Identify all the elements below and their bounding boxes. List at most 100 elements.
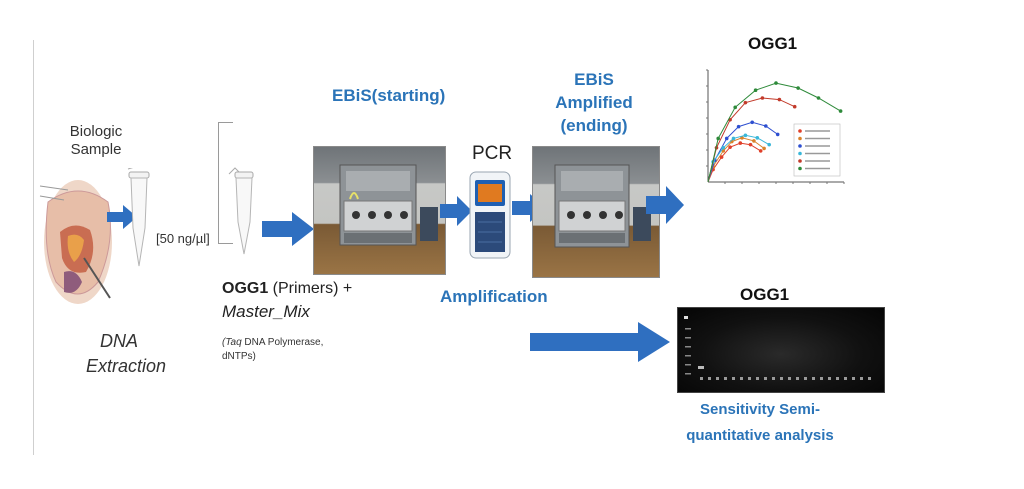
arrow-right-icon: [440, 196, 472, 226]
gel-lane-band: [788, 377, 791, 380]
gel-lane-band: [748, 377, 751, 380]
gel-lane-band: [740, 377, 743, 380]
legend-marker-1: [798, 136, 802, 141]
data-point-5-5: [816, 96, 821, 100]
gel-lane-band: [836, 377, 839, 380]
data-point-2-2: [736, 124, 741, 129]
ebis-amplified-photo: [532, 146, 660, 278]
data-point-5-4: [796, 86, 800, 90]
gel-lane-band: [844, 377, 847, 380]
gel-image: [677, 307, 885, 393]
legend-marker-4: [798, 159, 802, 163]
taq-italic: (Taq: [222, 337, 242, 348]
arrow-right-icon: [262, 212, 314, 246]
reagent-bracket: [218, 122, 233, 244]
series-line-5: [707, 82, 841, 183]
data-point-3-2: [731, 136, 736, 141]
gel-lane-band: [716, 377, 719, 380]
data-point-3-3: [743, 133, 748, 138]
data-point-1-5: [762, 146, 766, 151]
arrow-right-icon: [530, 322, 670, 362]
dna-extraction-label: DNA Extraction: [86, 329, 167, 379]
instrument-photo-icon: [554, 164, 651, 248]
gel-lane-band: [780, 377, 783, 380]
data-point-2-1: [724, 136, 729, 141]
data-point-4-2: [743, 100, 748, 105]
polymerase-text: DNA Polymerase,: [241, 337, 324, 348]
data-point-5-6: [838, 109, 843, 113]
biologic-label-line1: Biologic: [69, 123, 123, 140]
chart-points: [707, 81, 843, 183]
gel-band: [698, 366, 704, 369]
data-point-0-3: [738, 141, 743, 145]
data-point-4-5: [792, 104, 797, 109]
gel-lane-band: [828, 377, 831, 380]
data-point-0-1: [719, 155, 724, 159]
ladder-band: [685, 373, 691, 375]
ladder-band: [685, 337, 691, 339]
data-point-0-5: [758, 149, 763, 153]
ladder-band: [684, 316, 688, 319]
data-point-1-4: [752, 139, 756, 143]
taq-label: (Taq DNA Polymerase, dNTPs): [222, 336, 323, 364]
primers-label: OGG1 (Primers) +: [222, 280, 352, 298]
data-point-4-3: [760, 96, 765, 100]
gel-lane-band: [860, 377, 863, 380]
data-point-5-1: [733, 105, 737, 110]
extraction-label-line2: Extraction: [86, 356, 167, 376]
left-divider: [33, 40, 34, 455]
data-point-1-1: [721, 149, 726, 153]
data-point-5-3: [774, 81, 778, 85]
dntps-text: dNTPs): [222, 351, 256, 362]
ebis-starting-title: EBiS(starting): [332, 86, 446, 105]
microtube-icon: [228, 167, 254, 255]
legend-marker-2: [798, 144, 802, 148]
data-point-2-5: [775, 132, 780, 137]
gel-title: OGG1: [740, 285, 790, 304]
chart-axes: [706, 69, 845, 184]
ogg1-scatter-chart: [706, 69, 845, 184]
legend-marker-5: [798, 166, 802, 171]
amplified-ending-line2: Amplified (ending): [555, 93, 633, 135]
data-point-4-4: [777, 97, 782, 102]
data-point-2-3: [750, 120, 754, 125]
legend-marker-0: [798, 129, 802, 133]
gel-lane-band: [700, 377, 703, 380]
gel-lane-band: [708, 377, 711, 380]
gel-lane-band: [820, 377, 823, 380]
data-point-2-4: [764, 124, 768, 128]
ladder-band: [685, 328, 691, 330]
ebis-amplified-title: EBiS Amplified (ending): [524, 68, 664, 137]
gel-lane-band: [732, 377, 735, 380]
chart-title: OGG1: [748, 34, 798, 53]
series-line-2: [707, 121, 778, 183]
data-point-3-4: [755, 136, 760, 140]
gel-lane-band: [764, 377, 767, 380]
gel-lane-band: [852, 377, 855, 380]
anatomy-illustration-icon: [39, 180, 112, 304]
sensitivity-line1: Sensitivity Semi-: [699, 401, 821, 418]
gel-lane-band: [772, 377, 775, 380]
sample-label-line2: Sample: [70, 141, 122, 158]
gel-lane-band: [724, 377, 727, 380]
arrow-right-icon: [107, 205, 137, 229]
gel-lane-band: [796, 377, 799, 380]
data-point-3-5: [767, 142, 771, 147]
legend-box: [793, 123, 841, 177]
ebis-end-line1: EBiS: [574, 70, 614, 89]
primers-text: (Primers) +: [268, 280, 353, 297]
chart-legend: [793, 123, 841, 177]
dna-label-line1: DNA: [99, 331, 138, 351]
arrow-right-icon: [646, 186, 684, 224]
master-mix-label: Master_Mix: [222, 302, 310, 321]
amplification-label: Amplification: [440, 287, 548, 306]
biologic-sample-label: Biologic Sample: [66, 123, 126, 159]
gel-lane-band: [756, 377, 759, 380]
gel-lane-band: [868, 377, 871, 380]
instrument-photo-icon: [339, 164, 438, 246]
data-point-3-1: [721, 145, 726, 150]
quantitative-analysis-line2: quantitative analysis: [686, 427, 834, 444]
ladder-band: [685, 364, 691, 366]
ogg1-gene-label: OGG1: [222, 280, 269, 297]
microtube-icon: [127, 168, 150, 267]
